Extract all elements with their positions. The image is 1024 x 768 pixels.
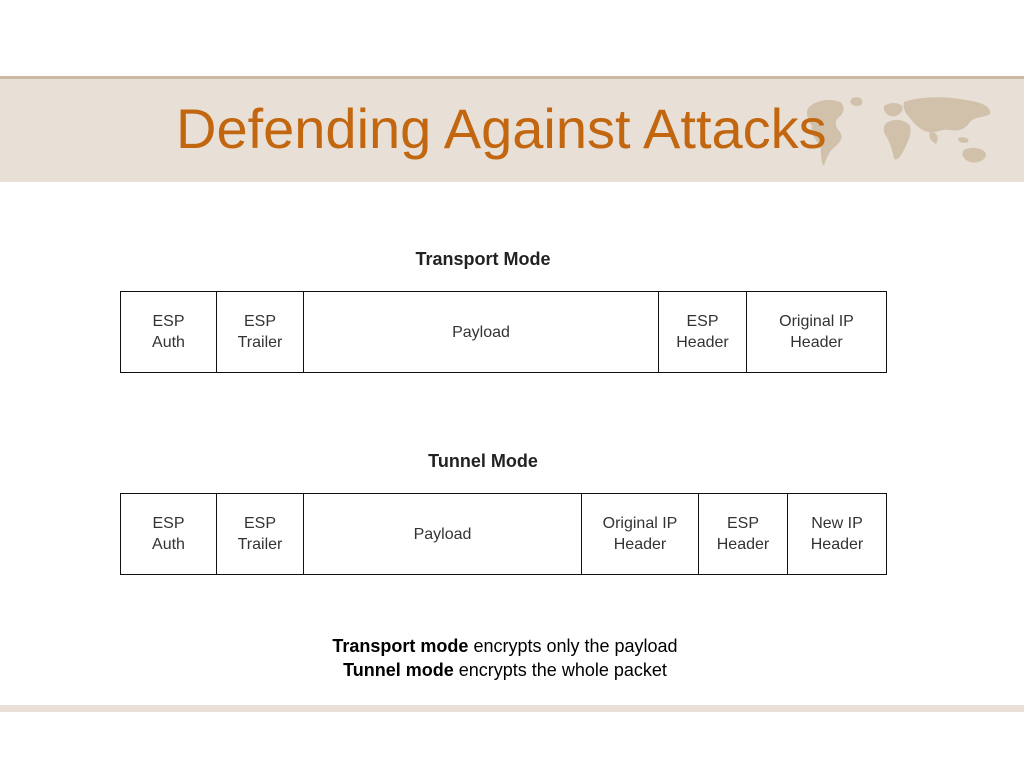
tunnel-mode-packet: ESP Auth ESP Trailer Payload Original IP He… <box>120 493 887 575</box>
cell-label: Payload <box>413 525 472 543</box>
tunnel-payload-cell: Payload <box>304 494 582 574</box>
cell-label: Payload <box>452 323 510 341</box>
transport-esp-header-cell: ESP Header <box>659 292 747 372</box>
caption-line-transport: Transport mode encrypts only the payload <box>200 634 810 658</box>
cell-label: ESP <box>726 515 759 532</box>
tunnel-esp-header-cell: ESP Header <box>699 494 788 574</box>
cell-label: Original IP <box>779 313 854 330</box>
tunnel-mode-heading: Tunnel Mode <box>428 451 538 471</box>
tunnel-esp-auth-cell: ESP Auth <box>121 494 217 574</box>
transport-original-ip-header-cell: Original IP Header <box>747 292 886 372</box>
tunnel-original-ip-header-cell: Original IP Header <box>582 494 699 574</box>
transport-mode-heading: Transport Mode <box>415 249 551 269</box>
cell-label: ESP <box>152 313 185 330</box>
cell-label: Header <box>613 536 667 553</box>
title-band <box>0 79 1024 182</box>
transport-esp-trailer-cell: ESP Trailer <box>217 292 304 372</box>
caption-term: Tunnel mode <box>343 660 454 680</box>
caption-line-tunnel: Tunnel mode encrypts the whole packet <box>200 658 810 682</box>
transport-payload-cell: Payload <box>304 292 659 372</box>
cell-label: Header <box>810 536 864 553</box>
footer-band <box>0 705 1024 712</box>
cell-label: Header <box>790 334 843 351</box>
cell-label: Auth <box>152 334 185 351</box>
slide-title: Defending Against Attacks <box>176 97 827 160</box>
tunnel-esp-trailer-cell: ESP Trailer <box>217 494 304 574</box>
cell-label: ESP <box>686 313 719 330</box>
cell-label: Auth <box>152 536 185 553</box>
cell-label: Trailer <box>237 536 283 553</box>
caption: Transport mode encrypts only the payload… <box>200 634 810 682</box>
cell-label: ESP <box>152 515 185 532</box>
transport-esp-auth-cell: ESP Auth <box>121 292 217 372</box>
caption-text: encrypts the whole packet <box>453 660 667 680</box>
cell-label: New IP <box>811 515 863 532</box>
cell-label: Trailer <box>237 334 283 351</box>
cell-label: Header <box>676 334 729 351</box>
cell-label: Original IP <box>602 515 678 532</box>
header-top-rule <box>0 76 1024 79</box>
caption-text: encrypts only the payload <box>468 636 678 656</box>
transport-mode-packet: ESP Auth ESP Trailer Payload ESP Header Ori… <box>120 291 887 373</box>
tunnel-new-ip-header-cell: New IP Header <box>788 494 886 574</box>
world-map-icon <box>806 97 991 166</box>
cell-label: ESP <box>243 313 276 330</box>
cell-label: ESP <box>243 515 276 532</box>
cell-label: Header <box>716 536 770 553</box>
caption-term: Transport mode <box>332 636 469 656</box>
